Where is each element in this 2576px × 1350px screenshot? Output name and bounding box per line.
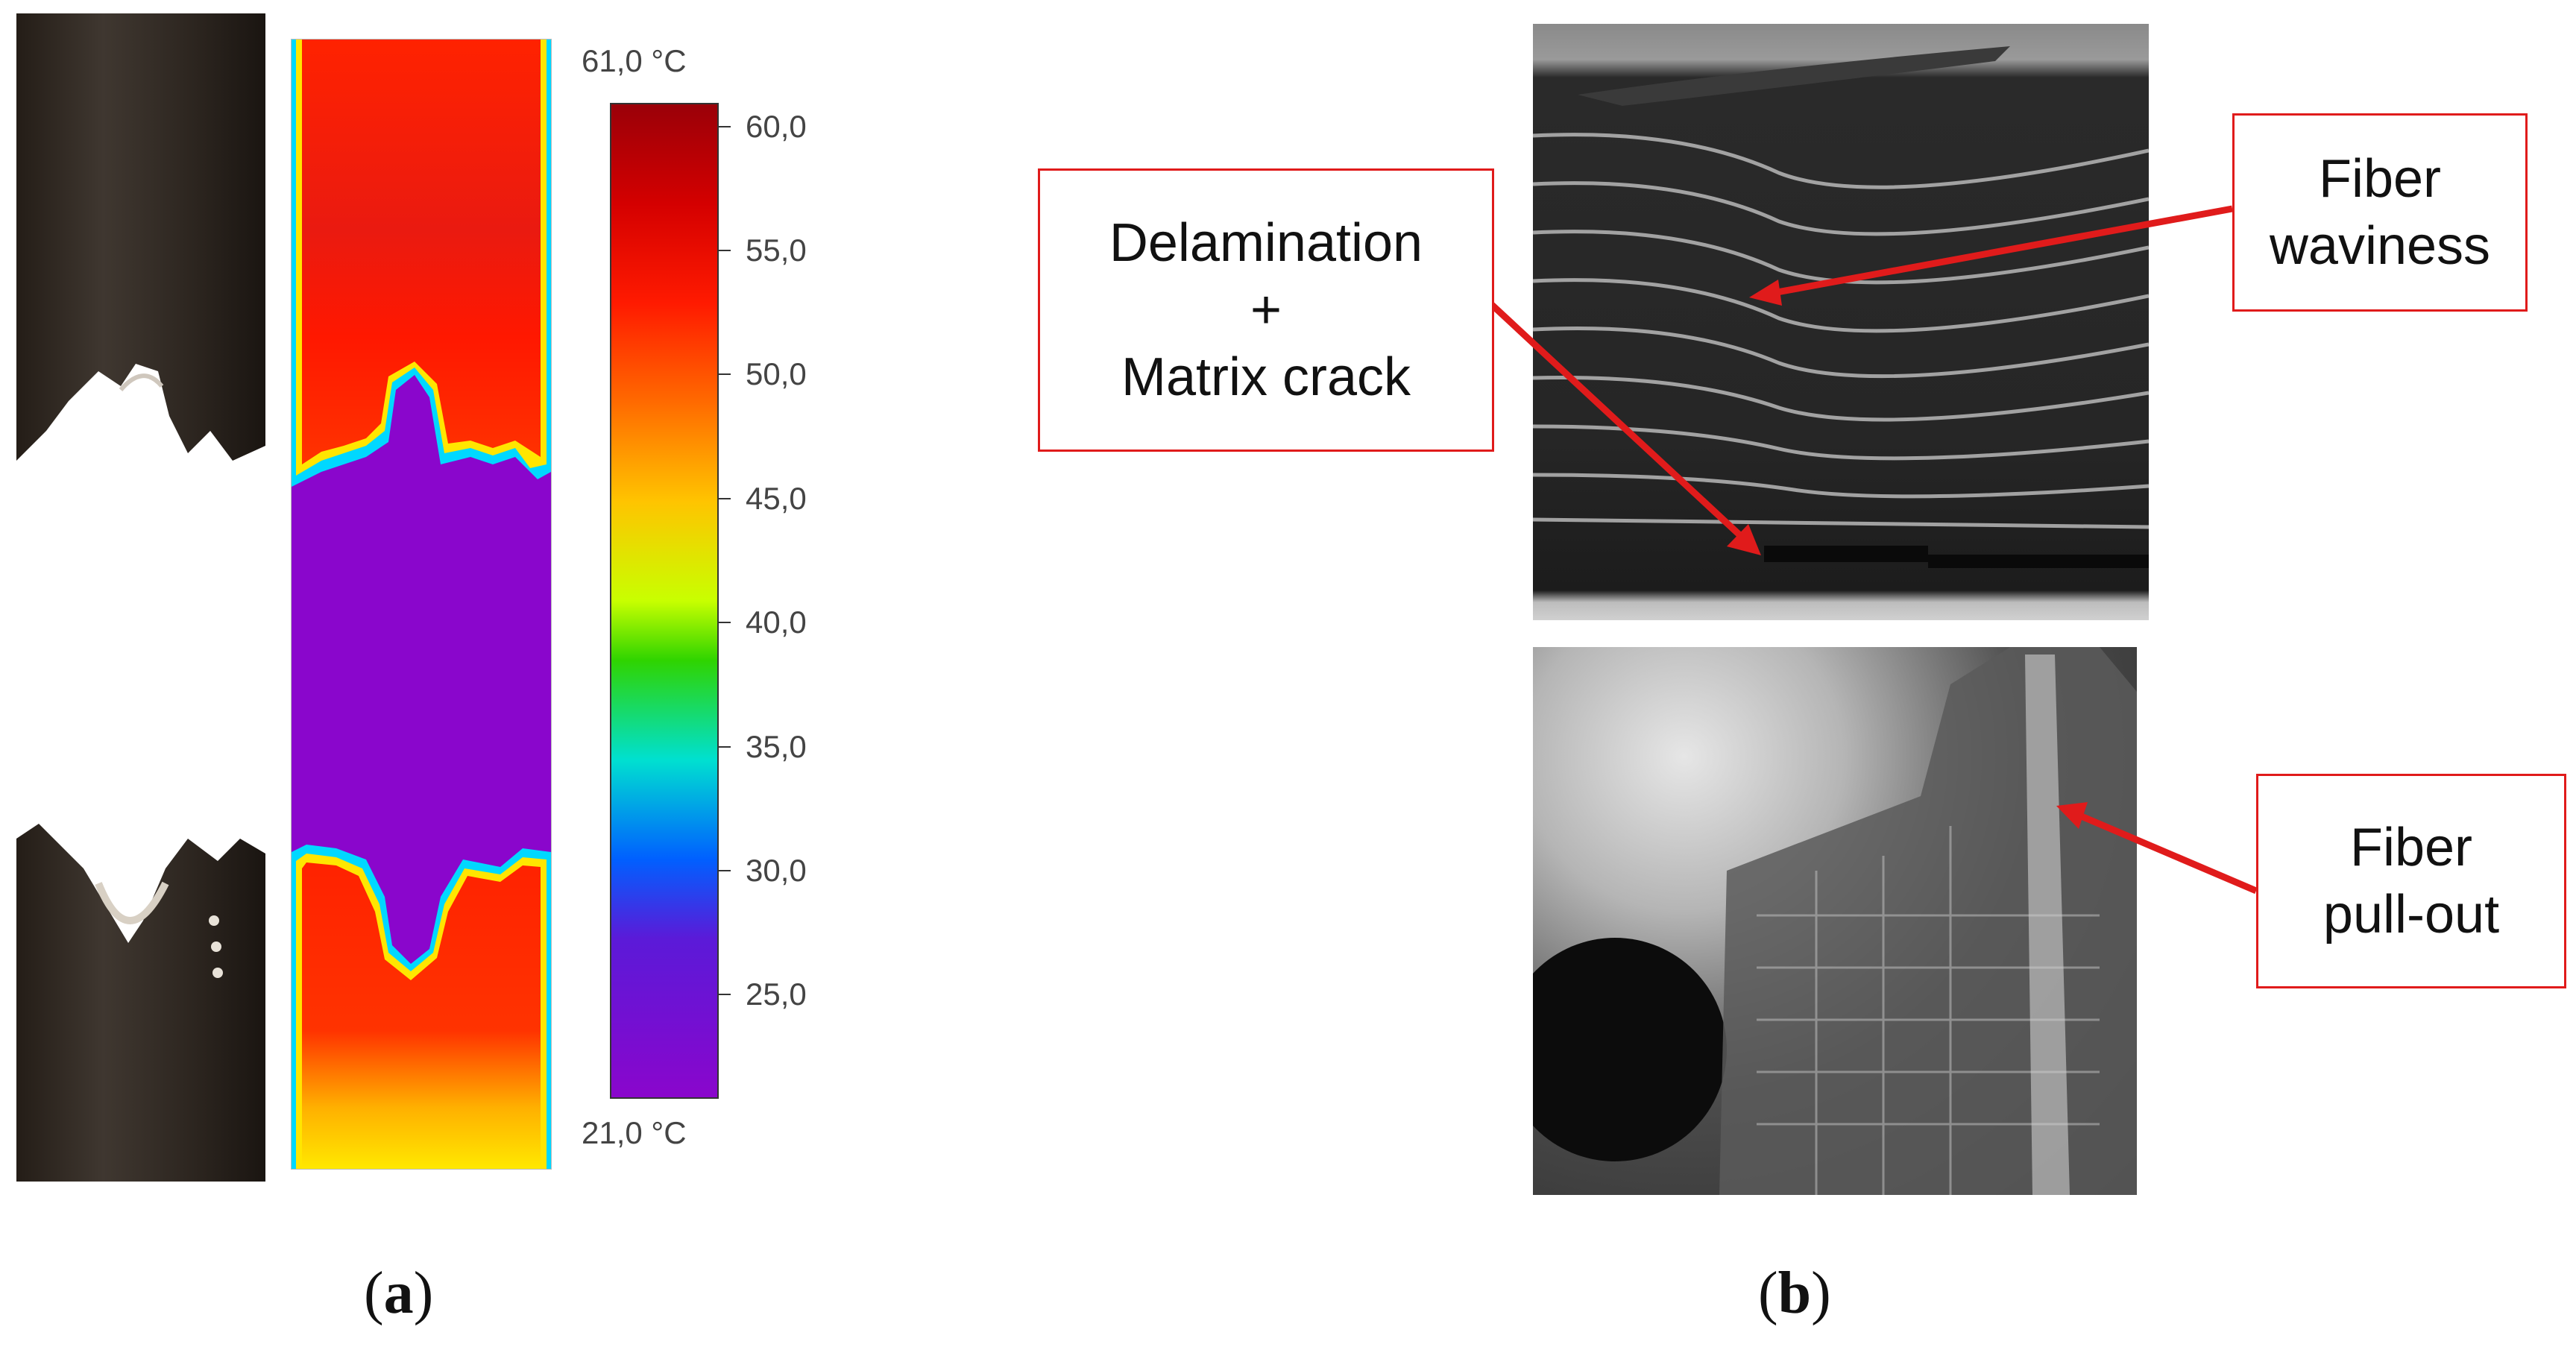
fiber-layers <box>1533 46 2149 568</box>
colorbar-tick-label: 25,0 <box>746 977 807 1012</box>
callout-text: Delamination <box>1109 213 1423 273</box>
panel-label-b: (b) <box>1758 1261 1831 1326</box>
colorbar-tick-label: 50,0 <box>746 356 807 391</box>
colorbar-tick-label: 35,0 <box>746 729 807 764</box>
callout-fiber-pullout: Fiber pull-out <box>2256 774 2566 988</box>
specimen-photo-top <box>16 13 265 485</box>
colorbar-tick <box>717 373 731 375</box>
colorbar-tick <box>717 746 731 748</box>
fracture-surface <box>1533 647 2137 1195</box>
callout-text: pull-out <box>2323 885 2500 944</box>
callout-text: waviness <box>2269 216 2491 276</box>
colorbar-tick <box>717 622 731 623</box>
arrow-delamination <box>1488 301 1746 541</box>
colorbar-tick <box>717 870 731 871</box>
callout-text: + <box>1250 280 1282 340</box>
fracture-edge-bottom <box>16 794 265 978</box>
callout-fiber-waviness: Fiber waviness <box>2232 113 2528 312</box>
colorbar-tick-label: 45,0 <box>746 481 807 516</box>
arrow-fiber-waviness <box>1772 205 2233 297</box>
colorbar-tick-label: 55,0 <box>746 233 807 268</box>
callout-text: Matrix crack <box>1121 347 1411 407</box>
colorbar-tick <box>717 498 731 499</box>
colorbar-min-label: 21,0 °C <box>582 1115 687 1150</box>
colorbar-tick-label: 30,0 <box>746 853 807 888</box>
callout-delamination: Delamination + Matrix crack <box>1038 168 1494 452</box>
callout-text: Fiber <box>2318 149 2442 209</box>
callout-text: Fiber <box>2349 818 2473 877</box>
thermal-image <box>291 39 552 1170</box>
colorbar-tick-label: 60,0 <box>746 109 807 144</box>
colorbar-max-label: 61,0 °C <box>582 43 687 78</box>
arrow-fiber-pullout <box>2076 811 2258 895</box>
colorbar <box>610 103 719 1099</box>
micrograph-cross-section <box>1533 24 2149 620</box>
specimen-photo-bottom <box>16 794 265 1182</box>
thermal-field <box>292 40 551 1169</box>
colorbar-tick <box>717 994 731 995</box>
colorbar-tick-label: 40,0 <box>746 605 807 640</box>
panel-label-a: (a) <box>364 1261 434 1326</box>
colorbar-tick <box>717 126 731 127</box>
colorbar-tick <box>717 250 731 251</box>
fracture-edge-top <box>16 364 265 485</box>
micrograph-fracture-surface <box>1533 647 2137 1195</box>
